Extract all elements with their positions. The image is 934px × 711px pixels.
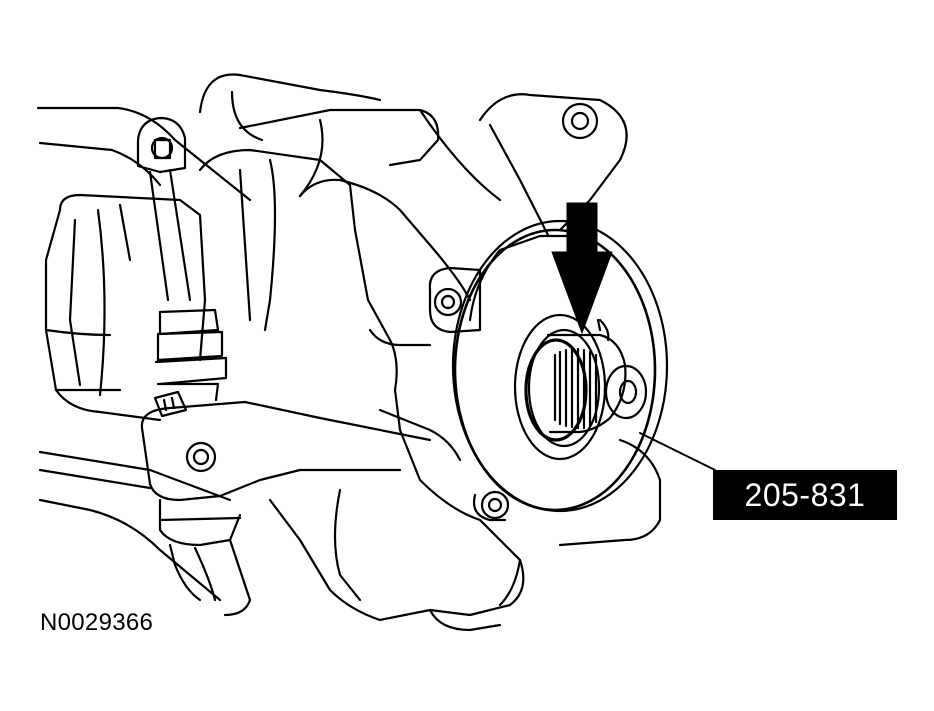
callout-leader-line: [639, 432, 716, 471]
caliper-housing: [44, 193, 207, 422]
subframe-outline: [36, 106, 252, 602]
strut-tower: [198, 73, 628, 237]
splined-shaft: [513, 313, 648, 461]
knuckle-body: [198, 118, 662, 632]
stabilizer-link: [136, 116, 228, 418]
hub-tool-disc: [451, 219, 669, 513]
lower-arm: [140, 400, 432, 617]
mount-boss: [368, 266, 510, 522]
special-tool-number-label: 205-831: [713, 470, 897, 520]
down-arrow-icon: [551, 202, 613, 334]
figure-number: N0029366: [40, 609, 154, 636]
